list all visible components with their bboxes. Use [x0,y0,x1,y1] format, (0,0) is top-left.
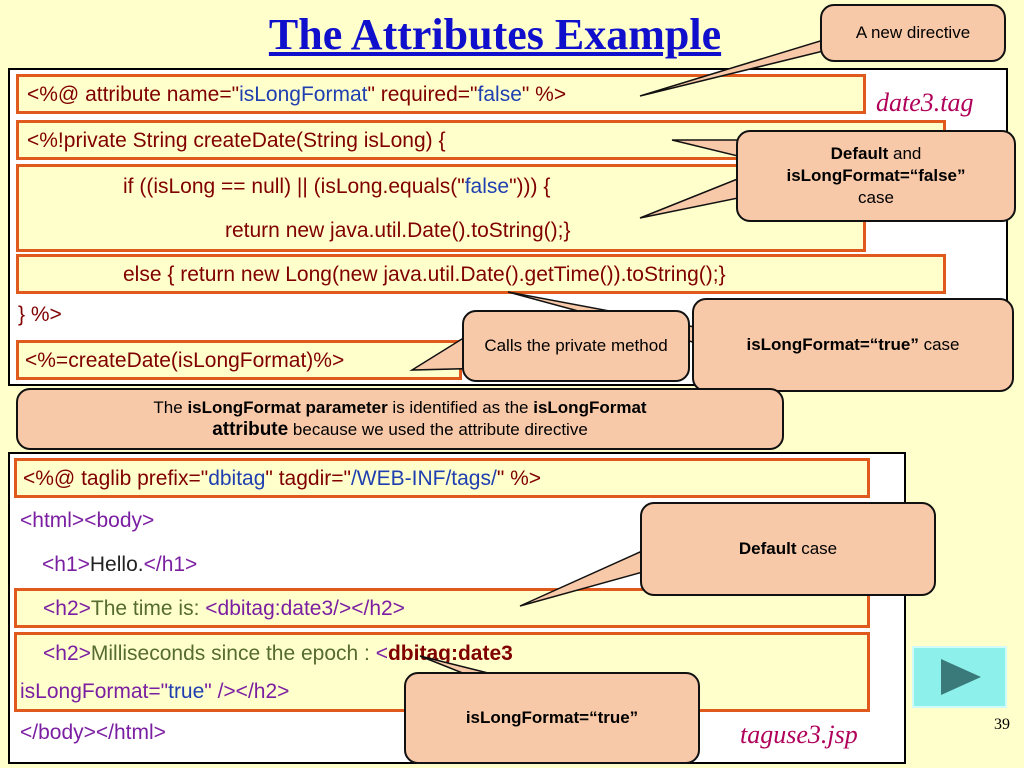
new-directive-callout: A new directive [820,4,1006,62]
close-declaration-line: } %> [18,303,62,326]
next-slide-button[interactable] [912,646,1007,708]
date3-tag-file-label: date3.tag [876,88,974,117]
true-case-callout-top: isLongFormat=“true” case [692,298,1014,392]
expression-line: <%=createDate(isLongFormat)%> [16,340,462,380]
calls-private-callout: Calls the private method [462,310,690,382]
parameter-note-callout: The isLongFormat parameter is identified… [16,388,784,450]
time-line: <h2>The time is: <dbitag:date3/></h2> [14,588,870,628]
play-triangle-icon [940,659,981,695]
html-body-close-line: </body></html> [20,721,166,744]
taguse3-jsp-file-label: taguse3.jsp [740,720,858,749]
taglib-directive-line: <%@ taglib prefix="dbitag" tagdir="/WEB-… [14,458,870,498]
page-number: 39 [994,716,1010,733]
else-line: else { return new Long(new java.util.Dat… [16,254,946,294]
h1-line: <h1>Hello.</h1> [42,553,198,576]
default-case-callout: Default case [640,502,936,596]
slide-title: The Attributes Example [268,10,722,59]
html-body-open-line: <html><body> [20,509,155,532]
declaration-line: <%!private String createDate(String isLo… [16,120,946,160]
attribute-directive-line: <%@ attribute name="isLongFormat" requir… [16,74,866,114]
default-false-callout: Default and isLongFormat=“false” case [736,130,1016,222]
true-callout-bottom: isLongFormat=“true” [404,672,700,764]
